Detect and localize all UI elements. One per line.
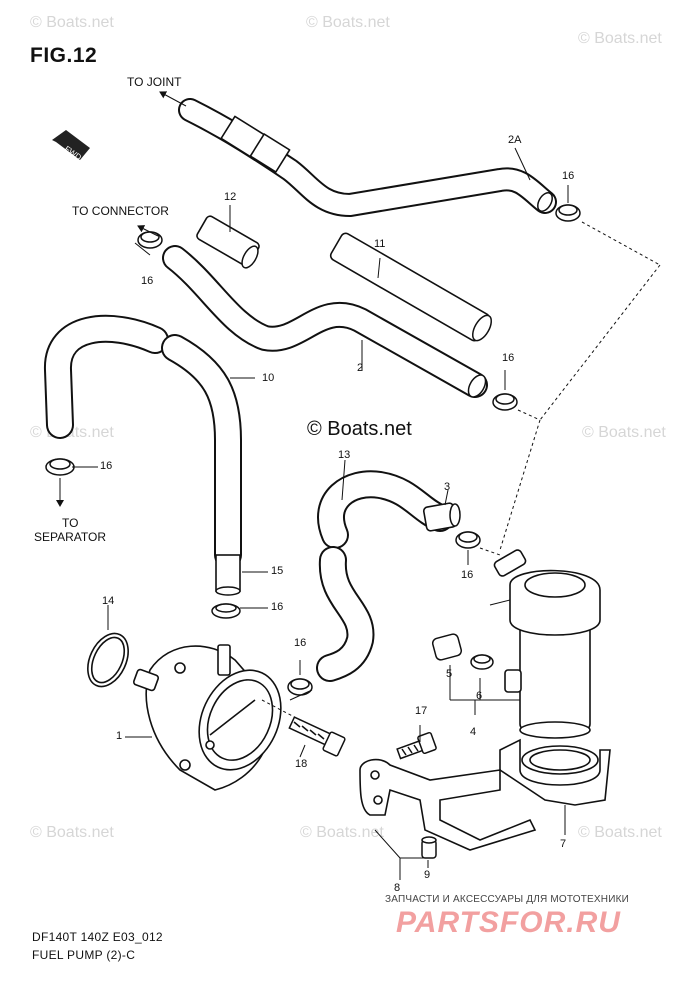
section-title: FUEL PUMP (2)-C bbox=[32, 948, 136, 962]
bracket-8 bbox=[359, 758, 537, 851]
callout-12: 12 bbox=[224, 191, 237, 203]
cap-5 bbox=[431, 633, 463, 661]
callout-16: 16 bbox=[461, 569, 474, 581]
watermark: © Boats.net bbox=[300, 824, 384, 841]
callout-17: 17 bbox=[415, 705, 428, 717]
callout-7: 7 bbox=[560, 838, 567, 850]
to-joint-label: TO JOINT bbox=[127, 75, 182, 89]
callout-18: 18 bbox=[295, 758, 308, 770]
watermark: © Boats.net bbox=[578, 824, 662, 841]
hose-13 bbox=[316, 470, 454, 682]
callout-1: 1 bbox=[116, 730, 123, 742]
callout-14: 14 bbox=[102, 595, 115, 607]
callout-15: 15 bbox=[271, 565, 284, 577]
watermark: © Boats.net bbox=[578, 30, 662, 47]
to-connector-label: TO CONNECTOR bbox=[72, 204, 169, 218]
pipe-3 bbox=[422, 502, 461, 532]
callout-8: 8 bbox=[394, 882, 401, 894]
brand-logo: PARTSFOR.RU bbox=[396, 906, 621, 939]
o-ring-14 bbox=[87, 632, 129, 688]
hose-2a bbox=[178, 98, 557, 217]
callout-3: 3 bbox=[444, 481, 451, 493]
callout-13: 13 bbox=[338, 449, 351, 461]
callout-16: 16 bbox=[271, 601, 284, 613]
callout-2a: 2A bbox=[508, 134, 522, 146]
callout-11: 11 bbox=[374, 238, 386, 250]
callout-6: 6 bbox=[476, 690, 483, 702]
bolt-18 bbox=[288, 716, 346, 757]
callout-9: 9 bbox=[424, 869, 431, 881]
leader-lines bbox=[56, 91, 661, 880]
watermark: © Boats.net bbox=[582, 424, 666, 441]
model-code: DF140T 140Z E03_012 bbox=[32, 930, 163, 944]
callout-5: 5 bbox=[446, 668, 453, 680]
callout-16: 16 bbox=[502, 352, 515, 364]
to-separator-label-line2: SEPARATOR bbox=[34, 530, 107, 544]
sleeve-12 bbox=[196, 215, 260, 269]
callout-2: 2 bbox=[357, 362, 364, 374]
pipe-15 bbox=[215, 554, 241, 596]
callout-16: 16 bbox=[562, 170, 575, 182]
collar-9 bbox=[421, 836, 437, 859]
watermark: © Boats.net bbox=[30, 14, 114, 31]
brand-tagline: ЗАПЧАСТИ И АКСЕССУАРЫ ДЛЯ МОТОТЕХНИКИ bbox=[385, 894, 630, 905]
callout-10: 10 bbox=[262, 372, 275, 384]
hose-2 bbox=[162, 245, 488, 398]
copyright-mark: © Boats.net bbox=[307, 418, 412, 440]
sleeve-11 bbox=[329, 232, 493, 342]
forward-arrow-icon: FWD bbox=[52, 130, 90, 162]
bolt-17 bbox=[396, 731, 437, 760]
callout-16: 16 bbox=[294, 637, 307, 649]
bracket-7 bbox=[499, 738, 611, 806]
watermark: © Boats.net bbox=[30, 824, 114, 841]
fuel-filter-4 bbox=[493, 549, 601, 739]
watermark: © Boats.net bbox=[306, 14, 390, 31]
callout-16: 16 bbox=[141, 275, 154, 287]
callout-16: 16 bbox=[100, 460, 113, 472]
figure-title: FIG.12 bbox=[30, 44, 98, 67]
callout-4: 4 bbox=[470, 726, 477, 738]
hose-10 bbox=[44, 314, 242, 569]
to-separator-label-line1: TO bbox=[62, 516, 79, 530]
clamp-16 bbox=[45, 204, 581, 696]
fuel-pump-1 bbox=[132, 644, 282, 791]
